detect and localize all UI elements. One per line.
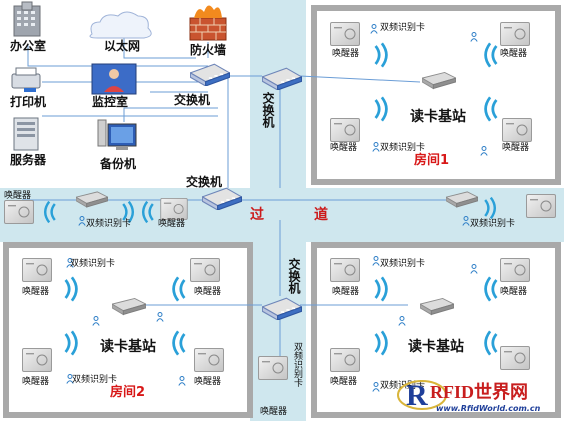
room2-waker-label-br: 唤醒器 [194,377,222,387]
room1-waker-label-bl: 唤醒器 [330,143,358,153]
room1-dual-card-label: 双频识别卡 [380,23,426,33]
switch-office-label: 交换机 [174,93,211,107]
waker-room3-bl [330,348,360,372]
room1-waker-label-tr: 唤醒器 [500,49,528,59]
brand-url: www.RfidWorld.com.cn [436,404,541,413]
printer-label: 打印机 [10,95,47,109]
monitor-room-icon [91,63,137,95]
room2-waker-label-tr: 唤醒器 [194,287,222,297]
room2-waker-label-bl: 唤醒器 [22,377,50,387]
waker-room1-tr [500,22,530,46]
room1-waker-label-tl: 唤醒器 [332,49,360,59]
waker-room3-tl [330,258,360,282]
server-icon [13,117,39,151]
backup-label: 备份机 [100,157,137,171]
corridor-lower-waker-label: 唤醒器 [260,407,288,417]
monitor-room-label: 监控室 [92,95,129,109]
switch-lower-label: 交换机 [287,258,301,294]
waker-room3-br [500,346,530,370]
waker-corridor-right [526,194,556,218]
waker-room2-bl [22,348,52,372]
room3-reader-label: 读卡基站 [408,339,464,355]
corridor-waker-mid-label: 唤醒器 [158,219,186,229]
firewall-label: 防火墙 [190,43,227,57]
corridor-lower-dual-card-label: 双频识别卡 [292,342,302,387]
waker-room1-br [502,118,532,142]
room1-reader-label: 读卡基站 [410,109,466,125]
brand-text: RFID世界网 [430,382,528,402]
network-lines [22,36,448,360]
logo-r-mark: R [406,379,428,412]
ethernet-cloud-icon [89,11,152,39]
room2-reader-label: 读卡基站 [100,339,156,355]
printer-icon [11,67,41,92]
firewall-icon [189,5,227,41]
waker-corridor-lower [258,356,288,380]
waker-room2-tl [22,258,52,282]
corridor-dual-card-right-label: 双频识别卡 [470,219,516,229]
room1-dual-card-label-2: 双频识别卡 [380,143,426,153]
room3-dual-card-label: 双频识别卡 [380,259,426,269]
room3-waker-label-bl: 唤醒器 [330,377,358,387]
room1-waker-label-br: 唤醒器 [502,143,530,153]
switch-office [190,63,230,86]
switch-left-label: 交换机 [186,175,223,189]
room2-dual-card-label: 双频识别卡 [70,259,116,269]
corridor-dual-card-left-label: 双频识别卡 [86,219,132,229]
room1-title: 房间1 [414,153,450,168]
room2-title: 房间2 [110,385,146,400]
room3-waker-label-tl: 唤醒器 [332,287,360,297]
switch-top-label: 交换机 [261,92,275,128]
rfid-world-logo: R RFID世界网 www.RfidWorld.com.cn [392,377,560,417]
backup-computer-icon [97,119,137,150]
office-label: 办公室 [10,39,47,53]
waker-room2-br [194,348,224,372]
waker-corridor-left [4,200,34,224]
ethernet-label: 以太网 [104,39,141,53]
waker-room1-tl [330,22,360,46]
room2-dual-card-label-2: 双频识别卡 [72,375,118,385]
waker-room1-bl [330,118,360,142]
waker-corridor-mid [160,198,188,220]
corridor-char-1: 过 [250,207,264,223]
room3-waker-label-tr: 唤醒器 [500,287,528,297]
room2-waker-label-tl: 唤醒器 [22,287,50,297]
server-label: 服务器 [10,153,47,167]
waker-room2-tr [190,258,220,282]
waker-room3-tr [500,258,530,282]
corridor-waker-left-label: 唤醒器 [4,191,32,201]
corridor-char-2: 道 [314,207,328,223]
office-building-icon [13,1,41,37]
